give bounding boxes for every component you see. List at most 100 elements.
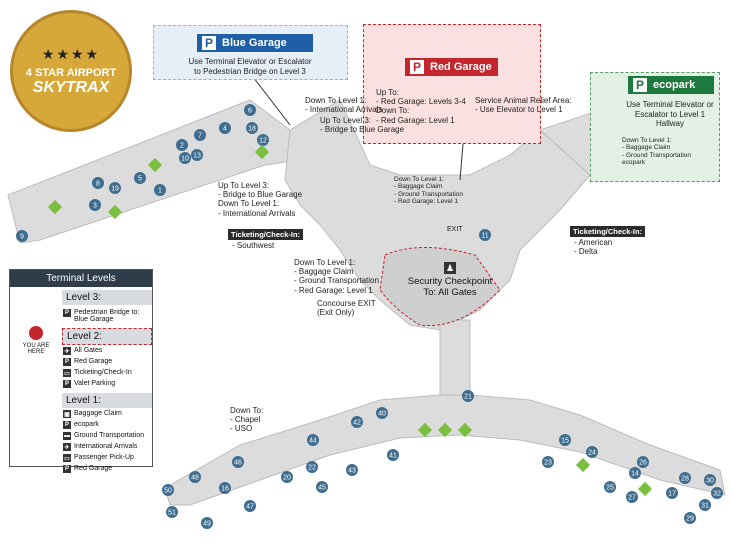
gate-21-marker[interactable] <box>462 390 474 402</box>
gate-11-marker[interactable] <box>479 229 491 241</box>
gate-50-label: 50 <box>164 488 172 495</box>
gate-31-marker[interactable] <box>699 499 711 511</box>
gate-16-label: 16 <box>221 486 229 493</box>
gate-32-marker[interactable] <box>711 487 723 499</box>
security-checkpoint: ♟ Security Checkpoint To: All Gates <box>405 262 495 299</box>
gate-28-label: 28 <box>681 476 689 483</box>
security-area <box>379 247 501 327</box>
ticketing-american-label: Ticketing/Check-In: <box>570 226 646 237</box>
gate-45-marker[interactable] <box>316 481 328 493</box>
gate-51-marker[interactable] <box>166 506 178 518</box>
gate-3-label: 3 <box>93 203 97 210</box>
badge-line2: SKYTRAX <box>32 78 110 96</box>
gate-44-marker[interactable] <box>307 434 319 446</box>
gate-10-marker[interactable] <box>179 152 191 164</box>
gate-2-marker[interactable] <box>176 139 188 151</box>
gate-19-label: 19 <box>111 186 119 193</box>
gate-30-marker[interactable] <box>704 474 716 486</box>
ticketing-icon: ▭ <box>63 369 71 377</box>
callout-line: - Chapel <box>230 415 261 425</box>
gate-48-marker[interactable] <box>189 471 201 483</box>
parking-icon: P <box>410 60 424 74</box>
eco-d4: ecopark <box>622 159 646 167</box>
callout-line: - Baggage Claim <box>294 267 354 277</box>
gate-32-label: 32 <box>713 491 721 498</box>
eco-d3: - Ground Transportation <box>622 151 692 159</box>
ecopark-icon: P <box>63 421 71 429</box>
gate-21-label: 21 <box>464 394 472 401</box>
gate-12-marker[interactable] <box>257 134 269 146</box>
callout-line: - Bridge to Blue Garage <box>320 125 405 135</box>
gate-3-marker[interactable] <box>89 199 101 211</box>
gate-29-label: 29 <box>686 516 694 523</box>
legend-l2-item: ✈All Gates <box>63 347 102 355</box>
gate-46-marker[interactable] <box>232 456 244 468</box>
gate-50-marker[interactable] <box>162 484 174 496</box>
airline-american: - American <box>574 238 613 247</box>
callout-line: - Red Garage: Level 1 <box>294 285 373 295</box>
gate-8-label: 8 <box>96 181 100 188</box>
gate-1-marker[interactable] <box>154 184 166 196</box>
red-garage-label: Red Garage <box>430 61 492 73</box>
airline-delta: - Delta <box>574 247 598 257</box>
gate-6-marker[interactable] <box>244 104 256 116</box>
gate-40-marker[interactable] <box>376 407 388 419</box>
gate-4-marker[interactable] <box>219 122 231 134</box>
gate-41-marker[interactable] <box>387 449 399 461</box>
gate-14-marker[interactable] <box>629 467 641 479</box>
gate-25-marker[interactable] <box>604 481 616 493</box>
gate-29-marker[interactable] <box>684 512 696 524</box>
gate-22-marker[interactable] <box>306 461 318 473</box>
gate-25-label: 25 <box>606 485 614 492</box>
gate-47-marker[interactable] <box>244 500 256 512</box>
gate-17-marker[interactable] <box>666 487 678 499</box>
gate-9-marker[interactable] <box>16 230 28 242</box>
callout-line: - Bridge to Blue Garage <box>218 190 303 200</box>
gate-13-marker[interactable] <box>191 149 203 161</box>
gate-28-marker[interactable] <box>679 472 691 484</box>
red-garage-header[interactable]: P Red Garage <box>405 58 498 76</box>
gate-27-marker[interactable] <box>626 491 638 503</box>
l2-item: Ticketing/Check-In <box>74 369 132 376</box>
blue-garage-header[interactable]: P Blue Garage <box>197 34 313 52</box>
gate-5-marker[interactable] <box>134 172 146 184</box>
callout-line: Concourse EXIT <box>317 299 376 308</box>
location-pin-icon <box>29 326 43 340</box>
person-icon: ♟ <box>444 262 456 274</box>
gate-20-marker[interactable] <box>281 471 293 483</box>
legend-l2-item: ▭Ticketing/Check-In <box>63 369 132 377</box>
gate-44-label: 44 <box>309 438 317 445</box>
gate-7-marker[interactable] <box>194 129 206 141</box>
gate-17-label: 17 <box>668 491 676 498</box>
parking-icon: P <box>202 36 216 50</box>
gate-19-marker[interactable] <box>109 182 121 194</box>
gate-6-label: 6 <box>248 108 252 115</box>
parking-icon: P <box>63 309 71 317</box>
gate-15-marker[interactable] <box>559 434 571 446</box>
ecopark-label: ecopark <box>653 79 696 91</box>
gate-43-marker[interactable] <box>346 464 358 476</box>
gate-7-label: 7 <box>198 133 202 140</box>
gate-26-marker[interactable] <box>637 456 649 468</box>
ecopark-note: Use Terminal Elevator or Escalator to Le… <box>620 100 720 129</box>
callout-line: - International Arrivals <box>218 208 296 218</box>
gate-23-marker[interactable] <box>542 456 554 468</box>
ecopark-header[interactable]: P ecopark <box>628 76 714 94</box>
gate-15-label: 15 <box>561 438 569 445</box>
gate-42-label: 42 <box>353 420 361 427</box>
gate-49-marker[interactable] <box>201 517 213 529</box>
eco-note-1: Use Terminal Elevator or <box>626 100 714 109</box>
gate-16-marker[interactable] <box>219 482 231 494</box>
gate-18-marker[interactable] <box>246 122 258 134</box>
gate-10-label: 10 <box>181 156 189 163</box>
gate-49-label: 49 <box>203 521 211 528</box>
gate-42-marker[interactable] <box>351 416 363 428</box>
legend-l1-item: ▬Ground Transportation <box>63 432 144 440</box>
pickup-icon: ▭ <box>63 454 71 462</box>
blue-garage-zone <box>153 25 348 80</box>
gate-24-marker[interactable] <box>586 446 598 458</box>
gate-2-label: 2 <box>180 143 184 150</box>
gate-8-marker[interactable] <box>92 177 104 189</box>
